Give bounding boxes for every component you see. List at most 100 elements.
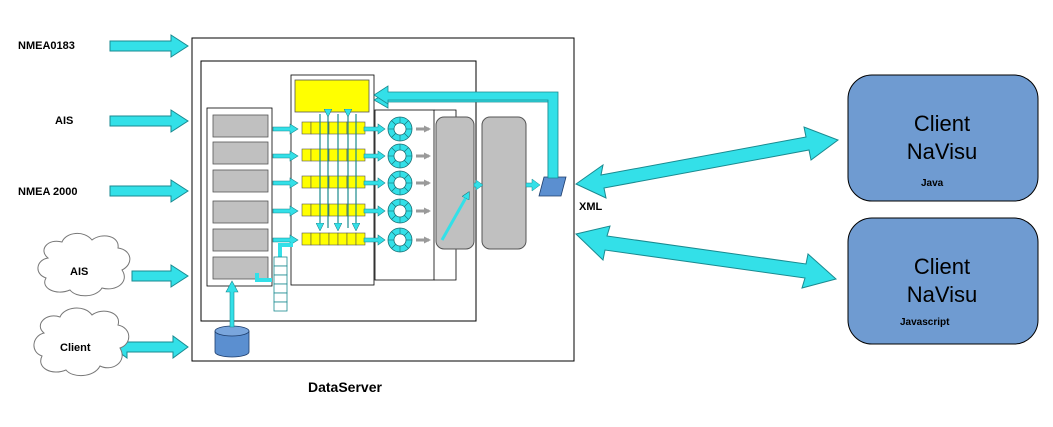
ring-buffer-segment: [391, 133, 396, 138]
client-cloud: [33, 307, 130, 376]
ring-buffer-segment: [404, 174, 409, 179]
java-client-box: [847, 74, 1039, 202]
java-client-link-arrow: [575, 126, 840, 199]
java-client-tech: Java: [921, 178, 944, 189]
driver-block: [212, 200, 269, 224]
queue-cell: [337, 203, 348, 217]
js-client-title: Client: [914, 254, 970, 279]
ring-buffers: [387, 116, 413, 253]
queue-cell: [301, 232, 312, 246]
ring-buffer-segment: [404, 120, 409, 125]
vertical-queue-cell: [273, 256, 288, 267]
queue-cell: [310, 148, 321, 162]
driver-block: [212, 114, 269, 138]
ais-cloud-arrow: [131, 264, 189, 288]
ring-buffer-segment: [391, 244, 396, 249]
ring-buffer-inner: [393, 233, 407, 247]
feedback-path: [278, 243, 293, 257]
queue-cell: [337, 175, 348, 189]
js-client-tech: Javascript: [900, 317, 950, 328]
queue-cell: [355, 121, 366, 135]
queue-cell: [301, 121, 312, 135]
java-client-subtitle: NaVisu: [907, 139, 978, 164]
queue-cell: [355, 175, 366, 189]
yellow-header-block: [294, 79, 370, 113]
xml-port-icon: [538, 176, 567, 197]
queue-ring-arrows: [363, 123, 386, 246]
ring-buffer-segment: [391, 231, 396, 236]
queue-cell: [301, 148, 312, 162]
ring-buffer-segment: [391, 187, 396, 192]
queue-cell: [355, 148, 366, 162]
server-to-xml-arrow: [525, 178, 541, 192]
xml-label: XML: [579, 201, 603, 213]
driver-blocks: [212, 114, 269, 280]
java-client-title: Client: [914, 111, 970, 136]
queue-cell: [319, 232, 330, 246]
database-icon: [214, 325, 250, 358]
queue-cell: [346, 232, 357, 246]
ring-buffer-segment: [404, 160, 409, 165]
vertical-queue-cell: [273, 265, 288, 276]
input-arrows: [109, 34, 189, 359]
queue-cell: [337, 121, 348, 135]
queue-cell: [301, 175, 312, 189]
ais-cloud-label: AIS: [70, 266, 88, 278]
driver-block: [212, 256, 269, 280]
queue-cell: [328, 175, 339, 189]
ring-buffer-segment: [391, 120, 396, 125]
vertical-queue: [273, 256, 288, 312]
queue-cell: [310, 121, 321, 135]
processor-arrow: [440, 194, 468, 241]
server-block: [481, 116, 527, 250]
ring-buffer-segment: [404, 202, 409, 207]
driver-block: [212, 169, 269, 193]
ring-buffer-segment: [404, 231, 409, 236]
vertical-queue-cell: [273, 283, 288, 294]
js-client-subtitle: NaVisu: [907, 282, 978, 307]
driver-panel: [206, 107, 273, 287]
nmea0183-arrow: [109, 34, 189, 58]
queue-cell: [310, 175, 321, 189]
inner-frame: [200, 60, 477, 322]
ring-buffer-segment: [404, 147, 409, 152]
ring-buffer-segment: [391, 160, 396, 165]
queue-cell: [301, 203, 312, 217]
ring-buffer-segment: [391, 174, 396, 179]
ais-label: AIS: [55, 115, 73, 127]
ring-block-arrows: [416, 125, 431, 244]
queue-cell: [310, 232, 321, 246]
queue-cell: [337, 148, 348, 162]
queue-cell: [328, 203, 339, 217]
queue-cell: [355, 232, 366, 246]
driver-block: [212, 141, 269, 165]
ring-buffer-segment: [391, 215, 396, 220]
js-client-link-arrow: [574, 225, 838, 289]
queue-cell: [328, 148, 339, 162]
ais-cloud: [37, 233, 131, 297]
ring-buffer-segment: [404, 215, 409, 220]
ring-buffer-inner: [393, 122, 407, 136]
ring-buffer-segment: [404, 187, 409, 192]
ring-buffer-segment: [391, 202, 396, 207]
queue-rows: [301, 121, 366, 246]
vertical-queue-cell: [273, 274, 288, 285]
vertical-queue-cell: [273, 292, 288, 303]
processor-to-server-arrow: [473, 179, 484, 191]
js-client-box: [847, 217, 1039, 345]
ring-buffer-inner: [393, 176, 407, 190]
ais-arrow: [109, 109, 189, 133]
queue-cell: [310, 203, 321, 217]
processor-block: [435, 116, 475, 250]
queue-cell: [328, 121, 339, 135]
queue-cell: [337, 232, 348, 246]
client-cloud-label: Client: [60, 342, 91, 354]
queue-vertical-arrows: [320, 114, 356, 228]
driver-queue-arrows: [272, 123, 299, 246]
vertical-queue-cell: [273, 301, 288, 312]
queue-cell: [328, 232, 339, 246]
db-path: [255, 273, 272, 282]
nmea2000-arrow: [109, 179, 189, 203]
